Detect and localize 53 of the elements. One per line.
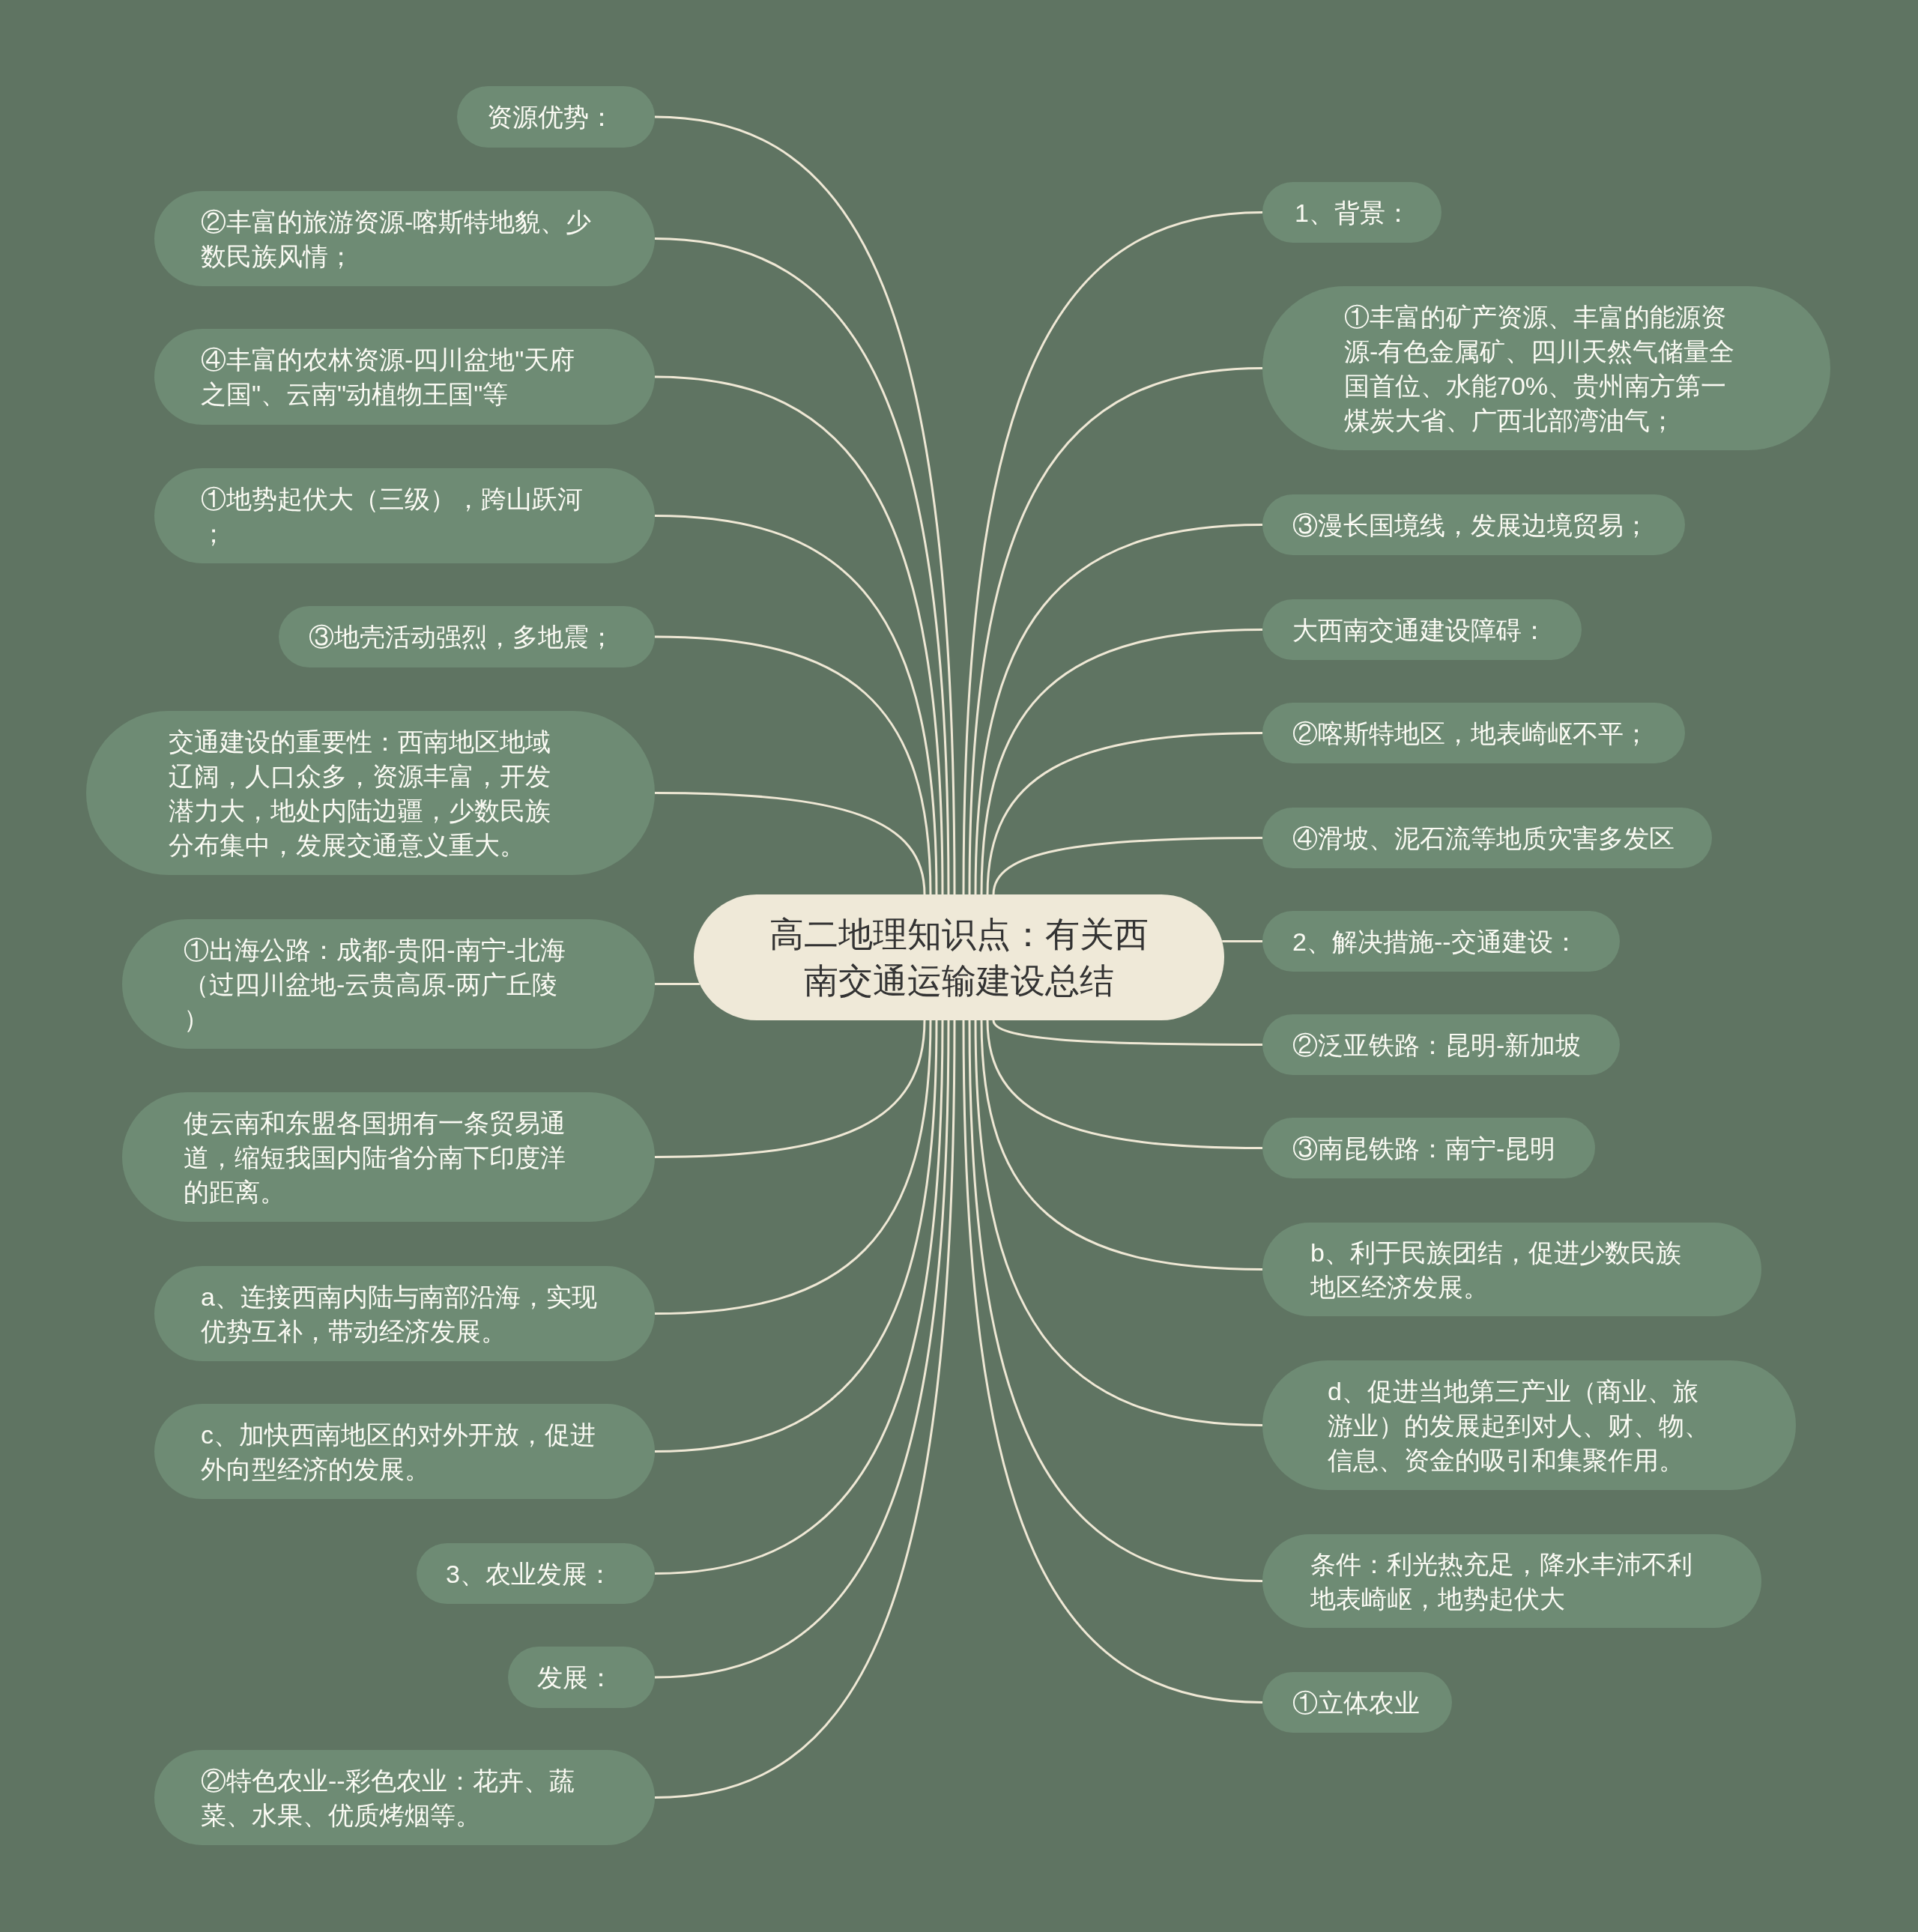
connector-line — [654, 1020, 938, 1453]
connector-line — [654, 635, 932, 895]
connector-line — [992, 1020, 1262, 1046]
topic-text: ④丰富的农林资源-四川盆地"天府之国"、云南"动植物王国"等 — [201, 345, 576, 410]
connector-line — [962, 1020, 1263, 1704]
topic-text: d、促进当地第三产业（商业、旅游业）的发展起到对人、财、物、信息、资金的吸引和集聚作用。 — [1328, 1375, 1710, 1476]
connector-line — [654, 1020, 956, 1799]
connector-line — [986, 1020, 1263, 1149]
connector-line — [992, 837, 1262, 895]
topic-text: ②喀斯特地区，地表崎岖不平； — [1292, 718, 1649, 749]
topic-text: 1、背景： — [1295, 197, 1411, 228]
topic-text: b、利于民族团结，促进少数民族地区经济发展。 — [1310, 1237, 1682, 1303]
topic-text: a、连接西南内陆与南部沿海，实现优势互补，带动经济发展。 — [201, 1281, 598, 1347]
topic-text: 资源优势： — [487, 102, 614, 133]
connector-line — [980, 629, 1263, 895]
connector-line — [980, 1020, 1263, 1271]
connector-line — [654, 237, 950, 895]
topic-text: 条件：利光热充足，降水丰沛不利地表崎岖，地势起伏大 — [1310, 1548, 1693, 1614]
topic-text: ①立体农业 — [1292, 1687, 1420, 1718]
topic-text: ②丰富的旅游资源-喀斯特地貌、少数民族风情； — [201, 206, 593, 272]
connector-line — [654, 1020, 932, 1315]
topic-text: ①地势起伏大（三级），跨山跃河； — [201, 483, 584, 549]
connector-line — [974, 1020, 1263, 1426]
topic-text: ②特色农业--彩色农业：花卉、蔬菜、水果、优质烤烟等。 — [201, 1765, 575, 1831]
topic-text: 2、解决措施--交通建设： — [1292, 926, 1579, 957]
topic-text: 发展： — [537, 1662, 614, 1693]
connector-line — [654, 1020, 944, 1575]
topic-text: ③南昆铁路：南宁-昆明 — [1292, 1133, 1556, 1164]
connector-line — [986, 732, 1263, 895]
topic-text: 交通建设的重要性：西南地区地域辽阔，人口众多，资源丰富，开发潜力大，地处内陆边疆，少数民族分布集中，发展交通意义重大。 — [169, 726, 551, 861]
connector-line — [654, 115, 956, 895]
topic-text: ①丰富的矿产资源、丰富的能源资源-有色金属矿、四川天然气储量全国首位、水能70%、贵州南方第一煤炭大省、广西北部湾油气； — [1344, 301, 1736, 436]
connector-line — [655, 983, 700, 985]
topic-text: ④滑坡、泥石流等地质灾害多发区 — [1292, 823, 1675, 854]
connector-line — [968, 367, 1263, 895]
topic-text: ③地壳活动强烈，多地震； — [309, 622, 614, 652]
connector-line — [654, 1020, 950, 1679]
connector-line — [654, 1020, 926, 1158]
topic-text: ③漫长国境线，发展边境贸易； — [1292, 509, 1649, 541]
connector-line — [655, 792, 926, 895]
topic-text: 3、农业发展： — [446, 1558, 613, 1590]
connector-line — [974, 524, 1263, 895]
connector-line — [968, 1020, 1263, 1582]
topic-text: ②泛亚铁路：昆明-新加坡 — [1292, 1029, 1582, 1061]
central-topic-text: 高二地理知识点：有关西南交通运输建设总结 — [769, 914, 1149, 1002]
connector-line — [1222, 940, 1262, 942]
topic-text: 大西南交通建设障碍： — [1292, 614, 1547, 646]
topic-text: 使云南和东盟各国拥有一条贸易通道，缩短我国内陆省分南下印度洋的距离。 — [184, 1107, 566, 1208]
connector-line — [654, 515, 938, 895]
topic-text: ①出海公路：成都-贵阳-南宁-北海（过四川盆地-云贵高原-两广丘陵） — [184, 934, 566, 1035]
topic-text: c、加快西南地区的对外开放，促进外向型经济的发展。 — [201, 1419, 596, 1485]
connector-line — [654, 375, 944, 895]
connector-line — [962, 211, 1263, 895]
